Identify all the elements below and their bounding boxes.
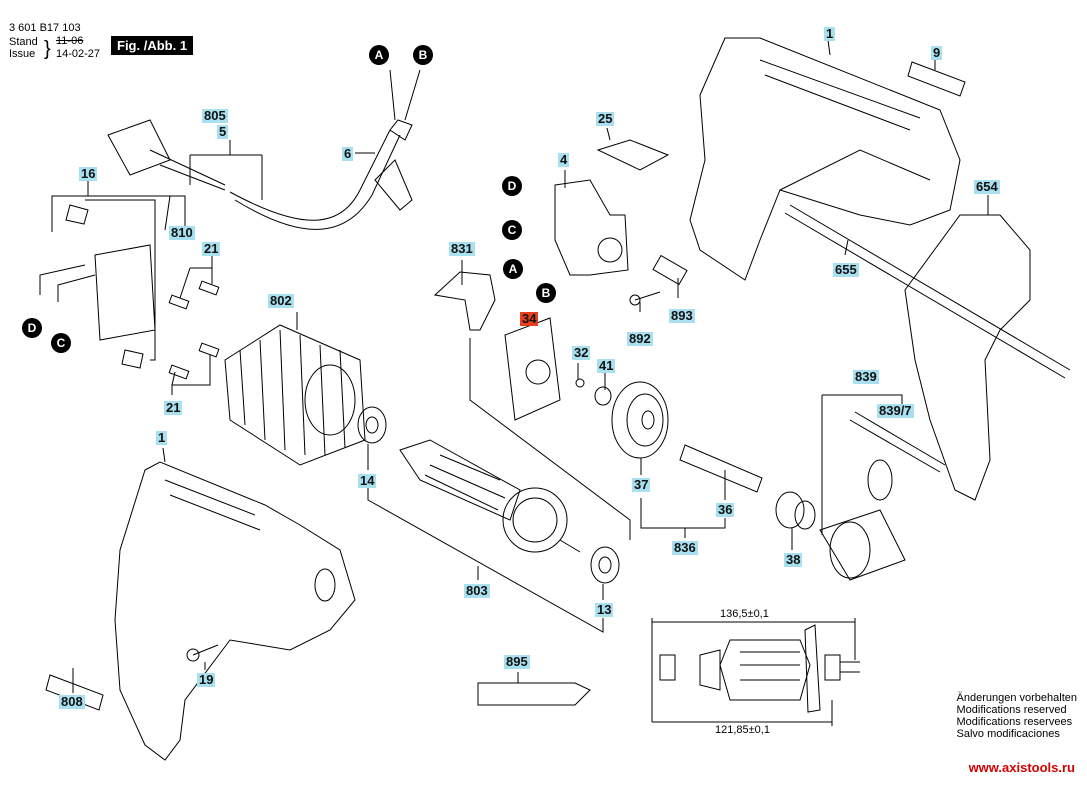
switch-drawing [554,179,629,276]
connector-b-switch: B [536,283,556,303]
callout-21-bottom[interactable]: 21 [164,400,183,415]
callout-19[interactable]: 19 [197,672,216,687]
dimension-overall-length: 136,5±0,1 [720,608,769,620]
side-handle-drawing [904,214,1031,501]
label-9-drawing [907,61,966,97]
connector-a-switch: A [503,259,523,279]
callout-654[interactable]: 654 [974,179,1000,194]
callout-808[interactable]: 808 [59,694,85,709]
stator-drawing [224,324,366,466]
note-es: Salvo modificaciones [956,728,1060,740]
connector-c-switch: C [502,220,522,240]
callout-37[interactable]: 37 [632,477,651,492]
callout-802[interactable]: 802 [268,293,294,308]
callout-892[interactable]: 892 [627,331,653,346]
callout-41[interactable]: 41 [597,358,616,373]
connector-d-switch: D [502,176,522,196]
dimension-inner-length: 121,85±0,1 [715,724,770,736]
callout-9[interactable]: 9 [931,45,943,60]
part-number: 3 601 B17 103 [9,22,81,34]
callout-839[interactable]: 839 [853,369,879,384]
old-date: 11-06 [56,35,84,47]
housing-half-drawing [689,37,961,281]
power-cable-drawing [107,69,421,230]
brush-holder-drawing [39,195,186,369]
callout-13[interactable]: 13 [595,602,614,617]
depth-rod-drawing [784,204,1071,379]
connector-a-cable: A [369,45,389,65]
spring-parts-drawing [168,280,220,380]
note-de: Änderungen vorbehalten [956,692,1077,704]
label-808-drawing [45,674,104,711]
callout-895[interactable]: 895 [504,654,530,669]
callout-14[interactable]: 14 [358,473,377,488]
chuck-drawing [819,394,946,581]
modification-notes: Änderungen vorbehalten Modifications res… [957,692,1077,740]
callout-805[interactable]: 805 [202,108,228,123]
callout-38[interactable]: 38 [784,552,803,567]
callout-4[interactable]: 4 [558,152,570,167]
callout-5[interactable]: 5 [217,124,229,139]
callout-36[interactable]: 36 [716,502,735,517]
note-en: Modifications reserved [956,704,1067,716]
connector-d-brush: D [22,318,42,338]
grease-tube-drawing [477,682,591,706]
callout-6[interactable]: 6 [342,146,354,161]
callout-655[interactable]: 655 [833,262,859,277]
bearing-14-drawing [357,406,387,444]
figure-title: Fig. /Abb. 1 [111,36,194,55]
callout-836[interactable]: 836 [672,540,698,555]
stand-label: Stand [9,36,38,48]
callout-25[interactable]: 25 [596,111,615,126]
callout-32[interactable]: 32 [572,345,591,360]
callout-839-7[interactable]: 839/7 [877,403,914,418]
connector-c-brush: C [51,333,71,353]
brace-icon: } [44,38,51,60]
callout-803[interactable]: 803 [464,583,490,598]
callout-893[interactable]: 893 [669,308,695,323]
housing-assembled-drawing [114,461,356,761]
dimension-armature-drawing [651,618,860,726]
armature-drawing [399,439,581,553]
callout-16[interactable]: 16 [79,166,98,181]
bearing-13-drawing [590,546,620,584]
callout-831[interactable]: 831 [449,241,475,256]
issue-label: Issue [9,48,36,60]
website-link[interactable]: www.axistools.ru [968,760,1075,775]
connector-b-cable: B [413,45,433,65]
callout-1-housing[interactable]: 1 [824,26,836,41]
callout-34-highlighted[interactable]: 34 [520,311,539,326]
callout-1-assembled[interactable]: 1 [156,430,168,445]
callout-810[interactable]: 810 [169,225,195,240]
note-fr: Modifications reservees [956,716,1073,728]
gear-37-drawing [611,381,669,459]
callout-21-top[interactable]: 21 [202,241,221,256]
issue-date: 14-02-27 [56,48,101,60]
